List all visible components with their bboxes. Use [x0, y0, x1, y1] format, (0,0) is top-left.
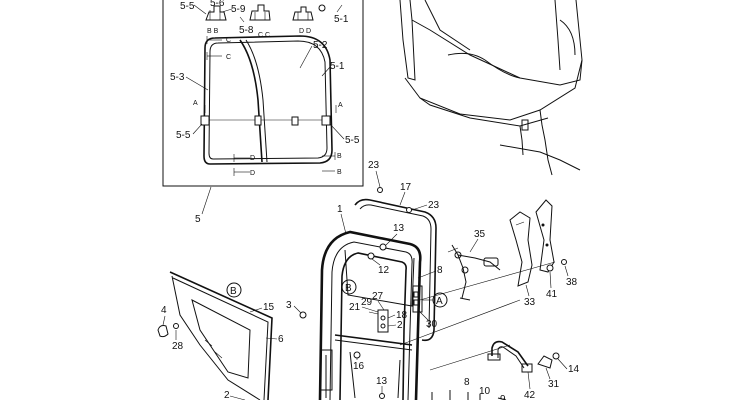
svg-text:B: B: [230, 286, 237, 297]
label-part-13b: 13: [376, 376, 388, 387]
bolt-28: [173, 323, 179, 329]
label-part-23b: 23: [428, 200, 440, 211]
label-part-8: 8: [437, 265, 443, 276]
side-panel-41: [535, 199, 555, 273]
label-5-2: 5-2: [313, 40, 328, 51]
label-5-5-right: 5-5: [345, 135, 360, 146]
label-section-b-bottom: B: [337, 169, 342, 176]
bolt-16: [353, 351, 361, 359]
label-part-18: 18: [396, 310, 408, 321]
callout-b-door: B: [341, 279, 357, 295]
leader-line-3: [429, 344, 511, 371]
section-d-b-markers: [233, 152, 336, 176]
label-5-5-top: 5-5: [180, 1, 195, 12]
label-part-31: 31: [548, 379, 560, 390]
label-section-a-left: A: [193, 100, 198, 107]
label-5-3: 5-3: [170, 72, 185, 83]
label-part-9: 9: [500, 394, 506, 400]
label-5-1-top: 5-1: [334, 14, 349, 25]
bolt-41: [546, 264, 554, 272]
inset-frame: [162, 0, 364, 187]
label-part-3: 3: [286, 300, 292, 311]
label-part-5: 5: [195, 214, 201, 225]
lower-bars: [431, 390, 507, 400]
label-section-b-top: B: [337, 153, 342, 160]
glass-latches: [200, 115, 331, 126]
leader-line-1: [399, 299, 521, 346]
label-part-38: 38: [566, 277, 578, 288]
label-view-dd: D D: [299, 28, 311, 35]
side-panel-33: [509, 211, 533, 287]
bolt-13-upper: [379, 243, 387, 251]
label-part-14: 14: [568, 364, 580, 375]
label-view-bb: B B: [207, 28, 219, 35]
label-part-23a: 23: [368, 160, 380, 171]
label-part-4: 4: [161, 305, 167, 316]
label-part-2b: 2: [224, 390, 230, 400]
label-5-8: 5-8: [239, 25, 254, 36]
label-part-33: 33: [524, 297, 536, 308]
window-inset: 5-5 5-6 5-9 5-8 5-1 B B C C D D C C: [162, 0, 364, 187]
label-part-10: 10: [479, 386, 491, 397]
bolt-13-lower: [379, 393, 385, 399]
label-part-8b: 8: [464, 377, 470, 388]
door-glass-panel: [169, 271, 273, 400]
label-part-28: 28: [172, 341, 184, 352]
svg-text:B: B: [345, 283, 352, 294]
bolt-38: [561, 259, 567, 265]
label-part-30: 30: [426, 319, 438, 330]
bolt-12: [367, 252, 375, 260]
label-part-15: 15: [263, 302, 275, 313]
label-5-5-left: 5-5: [176, 130, 191, 141]
bolt-23-top: [377, 187, 383, 193]
door-frame: [318, 230, 422, 400]
label-part-12: 12: [378, 265, 390, 276]
door-seal: [354, 198, 437, 342]
label-part-29: 29: [361, 297, 373, 308]
label-section-c-top: C: [226, 37, 231, 44]
label-part-2a: 2: [397, 320, 403, 331]
label-5-6: 5-6: [210, 0, 225, 9]
bolt-23-right: [406, 207, 412, 213]
cab-frame: [399, 0, 583, 176]
label-part-21: 21: [349, 302, 361, 313]
callout-a-door: A: [432, 292, 448, 308]
label-part-1: 1: [337, 204, 343, 215]
label-part-27: 27: [372, 291, 384, 302]
latch-assembly: [368, 309, 389, 333]
leader-line-2: [419, 261, 556, 301]
label-part-42: 42: [524, 390, 536, 400]
grab-handle: [487, 340, 533, 373]
clip-4: [157, 325, 169, 338]
washer-31: [537, 355, 553, 369]
lock-linkage: [447, 244, 501, 301]
detail-bb: [205, 5, 227, 21]
label-section-d-bottom: D: [250, 170, 255, 177]
bolt-14: [552, 352, 560, 360]
label-part-35: 35: [474, 229, 486, 240]
label-part-41: 41: [546, 289, 558, 300]
label-5-9: 5-9: [231, 4, 246, 15]
label-section-a-right: A: [338, 102, 343, 109]
label-part-6: 6: [278, 334, 284, 345]
window-glass: [203, 35, 333, 165]
callout-b-glass: B: [226, 282, 242, 298]
label-view-cc: C C: [258, 32, 270, 39]
label-5-1-mid: 5-1: [330, 61, 345, 72]
lock-plate: [412, 285, 423, 313]
label-section-d-top: D: [250, 155, 255, 162]
label-part-16: 16: [353, 361, 365, 372]
label-section-c-mid: C: [226, 54, 231, 61]
svg-text:A: A: [436, 296, 443, 307]
detail-cc: [249, 4, 271, 21]
label-part-17: 17: [400, 182, 412, 193]
label-part-13a: 13: [393, 223, 405, 234]
detail-dd: [292, 4, 326, 21]
bolt-3: [299, 311, 307, 319]
